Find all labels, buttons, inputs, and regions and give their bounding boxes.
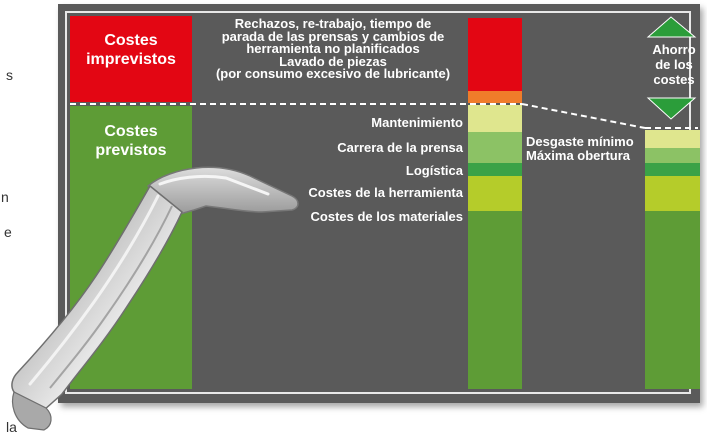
bar-unforeseen-red — [468, 18, 522, 91]
unforeseen-line-5: (por consumo excesivo de lubricante) — [215, 66, 451, 81]
unforeseen-costs-description: Rechazos, re-trabajo, tiempo de parada d… — [203, 16, 463, 81]
bar-logistics — [468, 163, 522, 176]
label-press-stroke: Carrera de la prensa — [337, 140, 463, 155]
right-bar-tool-costs — [645, 176, 700, 211]
unforeseen-costs-box: Costes imprevistos — [70, 16, 192, 102]
unforeseen-line-3: herramienta no planificados — [246, 41, 420, 56]
annotation-maximum-opening: Máxima obertura — [526, 148, 631, 163]
label-logistics: Logística — [405, 163, 463, 178]
diagram-overlay — [70, 16, 698, 129]
edge-text-1: s — [6, 67, 13, 83]
edge-text-3: e — [4, 224, 12, 240]
bar-tool-costs — [468, 176, 522, 211]
bar-maintenance — [468, 105, 522, 132]
savings-label: Ahorro de los costes — [652, 42, 696, 87]
right-bar-material-costs — [645, 211, 700, 389]
edge-text-2: n — [1, 189, 9, 205]
unforeseen-line-1: Rechazos, re-trabajo, tiempo de — [234, 16, 432, 31]
unforeseen-line-4: Lavado de piezas — [279, 53, 387, 69]
arrow-down-icon — [646, 97, 697, 120]
right-bar-maintenance — [645, 130, 700, 148]
bar-material-costs — [468, 211, 522, 389]
dashed-line-slope — [521, 103, 646, 129]
right-bar-press-stroke — [645, 148, 700, 163]
annotation-minimum-wear: Desgaste mínimo — [526, 134, 634, 149]
label-tool-costs: Costes de la herramienta — [308, 185, 463, 200]
right-bar-logistics — [645, 163, 700, 176]
bar-unforeseen-orange — [468, 91, 522, 103]
label-maintenance: Mantenimiento — [371, 115, 463, 130]
bar-press-stroke — [468, 132, 522, 163]
unforeseen-line-2: parada de las prensas y cambios de — [221, 28, 445, 44]
edge-text-4: la — [6, 419, 17, 435]
label-material-costs: Costes de los materiales — [310, 209, 463, 224]
arrow-up-icon — [646, 16, 697, 38]
